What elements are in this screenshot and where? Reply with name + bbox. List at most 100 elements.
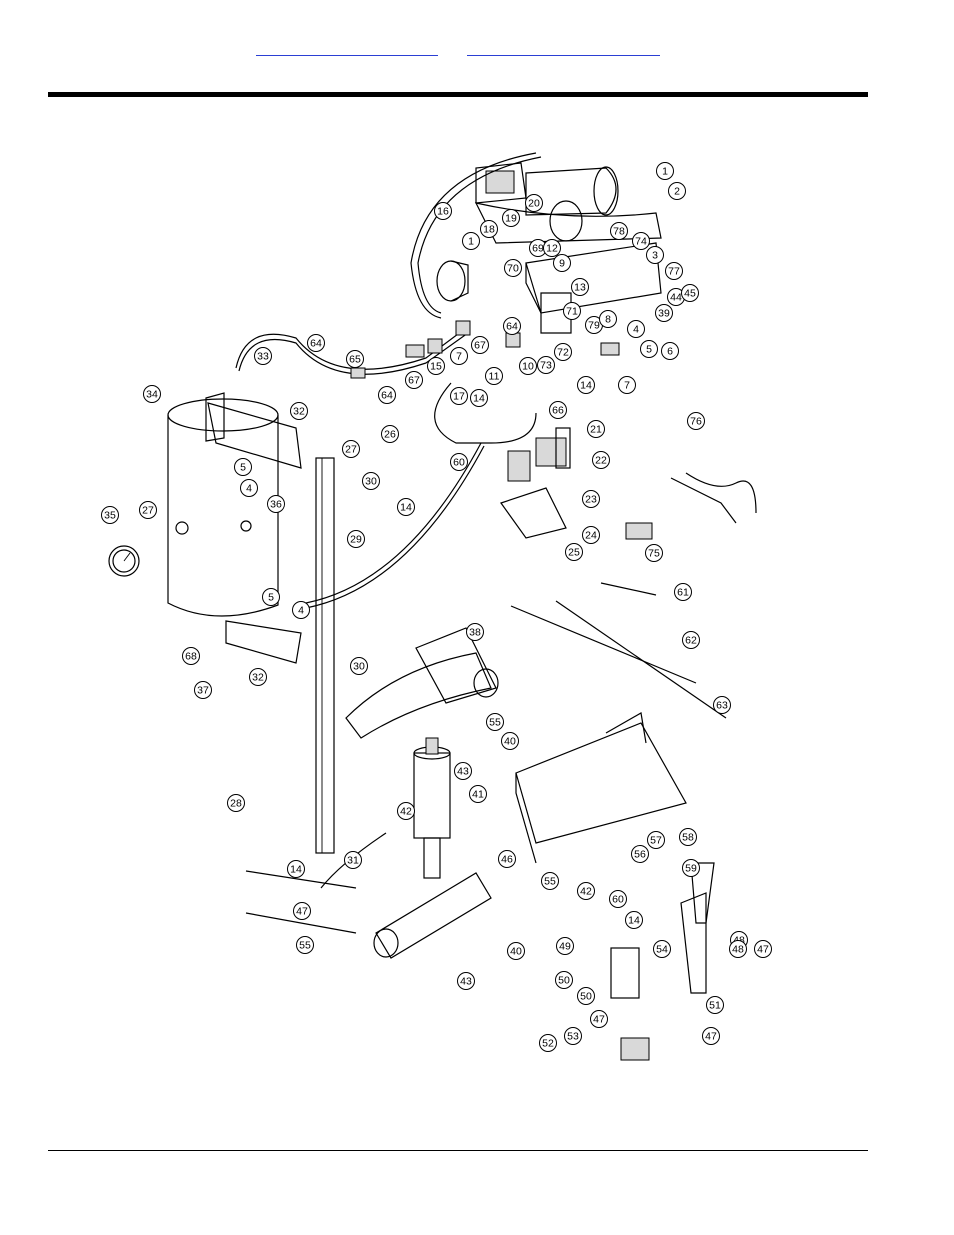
callout-12: 12 (543, 239, 561, 257)
callout-number: 24 (585, 530, 597, 542)
callout-30: 30 (350, 657, 368, 675)
callout-number: 70 (507, 263, 519, 275)
footer-rule (48, 1150, 868, 1151)
callout-number: 50 (580, 991, 592, 1003)
callout-number: 20 (528, 198, 540, 210)
callout-number: 25 (568, 547, 580, 559)
air-hose-loop (410, 152, 542, 319)
callout-3: 3 (646, 246, 664, 264)
callout-number: 10 (522, 361, 534, 373)
callout-number: 57 (650, 835, 662, 847)
callout-number: 42 (400, 806, 412, 818)
callout-6: 6 (661, 342, 679, 360)
callout-64: 64 (378, 386, 396, 404)
callout-number: 41 (472, 789, 484, 801)
callout-4: 4 (240, 479, 258, 497)
callout-33: 33 (254, 347, 272, 365)
callout-47: 47 (293, 902, 311, 920)
callout-number: 23 (585, 494, 597, 506)
callout-62: 62 (682, 631, 700, 649)
callout-14: 14 (287, 860, 305, 878)
callout-number: 40 (504, 736, 516, 748)
callout-43: 43 (457, 972, 475, 990)
callout-number: 72 (557, 347, 569, 359)
callout-number: 36 (270, 499, 282, 511)
callout-36: 36 (267, 495, 285, 513)
callout-number: 75 (648, 548, 660, 560)
callout-59: 59 (682, 859, 700, 877)
callout-number: 31 (347, 855, 359, 867)
callout-55: 55 (296, 936, 314, 954)
callout-number: 56 (634, 849, 646, 861)
callout-64: 64 (307, 334, 325, 352)
callout-72: 72 (554, 343, 572, 361)
callout-number: 14 (400, 502, 412, 514)
fittings-row (350, 320, 620, 379)
callout-32: 32 (249, 668, 267, 686)
tank-bracket-upper (207, 402, 302, 469)
pivot-arm (345, 627, 499, 739)
callout-number: 45 (684, 288, 696, 300)
callout-number: 49 (559, 941, 571, 953)
callout-number: 21 (590, 424, 602, 436)
callout-number: 67 (474, 340, 486, 352)
callout-number: 1 (468, 236, 474, 248)
callout-4: 4 (627, 320, 645, 338)
callout-number: 19 (505, 213, 517, 225)
callout-number: 46 (501, 854, 513, 866)
air-tank (167, 392, 279, 617)
callout-53: 53 (564, 1027, 582, 1045)
callout-number: 14 (580, 380, 592, 392)
callout-number: 5 (268, 592, 274, 604)
callout-27: 27 (139, 501, 157, 519)
callout-8: 8 (599, 310, 617, 328)
callout-number: 38 (469, 627, 481, 639)
callout-32: 32 (290, 402, 308, 420)
callout-number: 5 (240, 462, 246, 474)
callout-9: 9 (553, 254, 571, 272)
callout-37: 37 (194, 681, 212, 699)
callout-27: 27 (342, 440, 360, 458)
callout-43: 43 (454, 762, 472, 780)
callout-57: 57 (647, 831, 665, 849)
callout-number: 7 (456, 351, 462, 363)
callout-number: 79 (588, 320, 600, 332)
callout-25: 25 (565, 543, 583, 561)
vertical-post (315, 457, 335, 854)
cable-61 (600, 582, 657, 596)
callout-number: 6 (667, 346, 673, 358)
callout-number: 42 (580, 886, 592, 898)
pressure-gauge (108, 545, 140, 577)
callout-10: 10 (519, 357, 537, 375)
callout-47: 47 (754, 940, 772, 958)
callout-4: 4 (292, 601, 310, 619)
callout-64: 64 (503, 317, 521, 335)
callout-number: 53 (567, 1031, 579, 1043)
callout-number: 68 (185, 651, 197, 663)
callout-number: 33 (257, 351, 269, 363)
callout-67: 67 (471, 336, 489, 354)
callout-number: 16 (437, 206, 449, 218)
callout-42: 42 (577, 882, 595, 900)
callout-65: 65 (346, 350, 364, 368)
callout-number: 78 (613, 226, 625, 238)
callout-60: 60 (450, 453, 468, 471)
callout-14: 14 (625, 911, 643, 929)
callout-35: 35 (101, 506, 119, 524)
callout-38: 38 (466, 623, 484, 641)
callout-7: 7 (450, 347, 468, 365)
callout-71: 71 (563, 302, 581, 320)
callout-18: 18 (480, 220, 498, 238)
callout-75: 75 (645, 544, 663, 562)
callout-39: 39 (655, 304, 673, 322)
callout-number: 43 (457, 766, 469, 778)
callout-42: 42 (397, 802, 415, 820)
callout-number: 13 (574, 282, 586, 294)
callout-number: 55 (299, 940, 311, 952)
header-link-2[interactable] (467, 43, 660, 56)
callout-7: 7 (618, 376, 636, 394)
callout-number: 65 (349, 354, 361, 366)
header-link-1[interactable] (256, 43, 438, 56)
callout-17: 17 (450, 387, 468, 405)
callout-54: 54 (653, 940, 671, 958)
